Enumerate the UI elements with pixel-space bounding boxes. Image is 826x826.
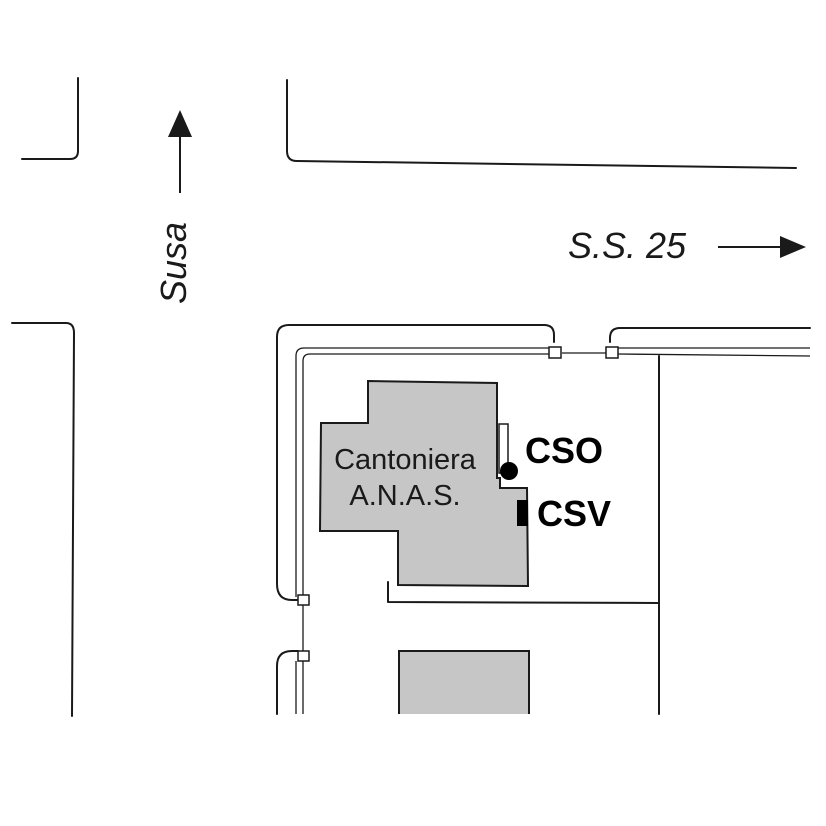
property-wall-inner-left-a [295,347,550,597]
gate-post-top-left [548,346,562,359]
street-label-susa: Susa [153,222,194,304]
property-wall-outer-right [609,327,811,343]
building-name-line2: A.N.A.S. [349,480,460,512]
road-edge-upper-left [21,77,79,160]
csv-rectangle-marker [517,500,528,526]
property-wall-inner-right-b [617,353,811,357]
street-label-ss25: S.S. 25 [568,225,687,266]
gate-post-left-upper [297,594,310,606]
lot-boundary-south [387,581,660,604]
gate-post-top-right [605,346,619,359]
cso-circle-marker [500,462,518,480]
road-edge-lower-left [11,322,75,717]
property-wall-lower-outer [276,650,299,715]
road-edge-upper-right [286,79,797,169]
cso-label: CSO [525,430,603,471]
cantoniera-building [318,379,530,588]
east-arrow-icon [780,236,806,258]
secondary-building [398,650,530,714]
property-wall-inner-left-b [302,353,550,597]
property-wall-outer-left [276,324,555,601]
north-arrow-icon [168,110,192,137]
gate-post-left-lower [297,650,310,662]
csv-label: CSV [537,493,611,534]
building-name-line1: Cantoniera [334,444,477,476]
